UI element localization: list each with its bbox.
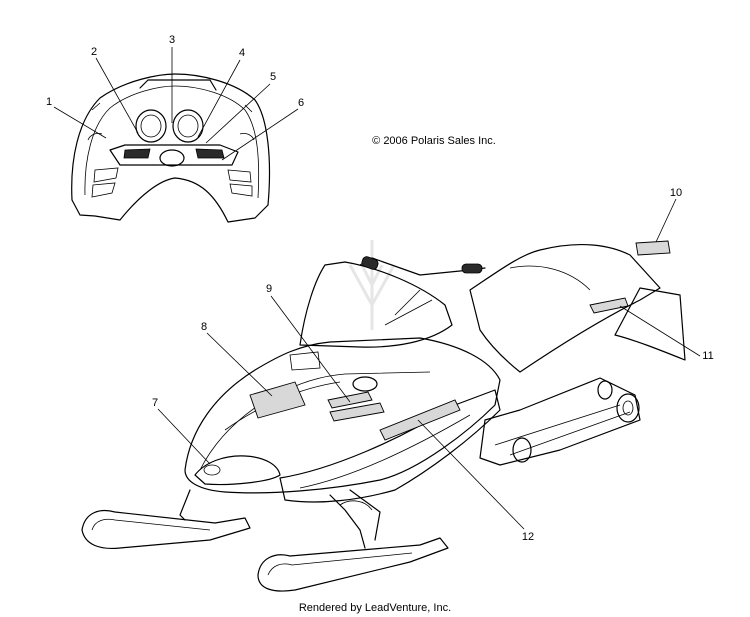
callout-12: 12 — [522, 531, 534, 543]
callout-6: 6 — [298, 97, 304, 109]
callout-8: 8 — [201, 321, 207, 333]
callout-11: 11 — [702, 350, 713, 362]
callout-4: 4 — [239, 47, 245, 59]
leader-lines — [53, 47, 701, 530]
decal-10-shape — [635, 240, 671, 256]
render-credit: Rendered by LeadVenture, Inc. — [299, 602, 451, 614]
callout-10: 10 — [670, 187, 682, 199]
callout-7: 7 — [152, 397, 158, 409]
callout-2: 2 — [91, 46, 97, 58]
watermark-logo — [348, 240, 396, 330]
copyright-notice: © 2006 Polaris Sales Inc. — [372, 135, 496, 147]
callout-labels: 1 2 3 4 5 6 7 8 9 10 11 12 — [46, 34, 714, 543]
callout-3: 3 — [169, 34, 175, 46]
callout-5: 5 — [270, 71, 276, 83]
callout-9: 9 — [266, 283, 272, 295]
dashboard-inset — [71, 73, 271, 223]
callout-1: 1 — [46, 96, 52, 108]
snowmobile-illustration — [81, 240, 686, 592]
